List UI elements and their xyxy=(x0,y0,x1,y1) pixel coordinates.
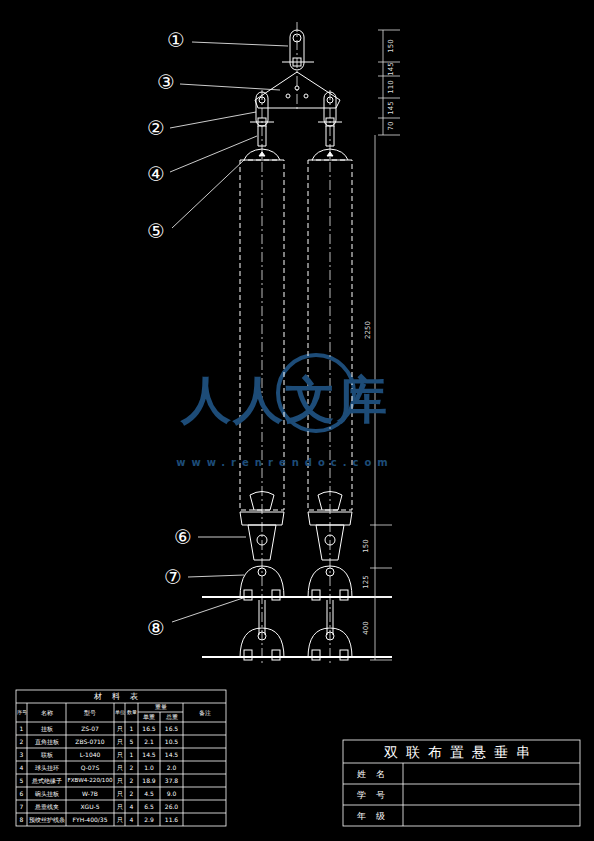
table-cell: 直角挂板 xyxy=(35,739,59,745)
table-cell: 2 xyxy=(130,765,134,771)
table-header: 重量 xyxy=(155,704,167,710)
table-cell: 2 xyxy=(20,739,24,745)
callout-number: ⑦ xyxy=(164,567,182,587)
table-cell: 4.5 xyxy=(144,791,154,797)
table-cell: 球头挂环 xyxy=(35,765,59,771)
table-header: 总重 xyxy=(166,714,178,720)
callout-number: ⑤ xyxy=(147,221,165,241)
watermark-url: www.renrendoc.com xyxy=(176,458,394,468)
table-cell: 37.8 xyxy=(165,778,178,784)
table-rule xyxy=(16,761,226,762)
table-cell: 6 xyxy=(20,791,24,797)
table-cell: 18.9 xyxy=(142,778,155,784)
table-cell: 6.5 xyxy=(144,804,154,810)
table-cell: FYH-400/35 xyxy=(73,817,108,823)
table-cell: 2.1 xyxy=(144,739,154,745)
dimension-value: 400 xyxy=(363,621,370,634)
table-cell: 1 xyxy=(20,726,24,732)
table-cell: 8 xyxy=(20,817,24,823)
table-cell: 16.5 xyxy=(142,726,155,732)
table-cell: 3 xyxy=(20,752,24,758)
table-header: 名称 xyxy=(41,710,53,716)
table-cell: W-7B xyxy=(82,791,98,797)
table-cell: 14.5 xyxy=(165,752,178,758)
dimension-value: 110 xyxy=(388,80,395,93)
table-cell: 联板 xyxy=(41,752,53,758)
dimension-value: 145 xyxy=(388,101,395,114)
table-cell: 2 xyxy=(130,791,134,797)
table-cell: 只 xyxy=(117,765,123,771)
table-cell: 挂板 xyxy=(41,726,53,732)
table-cell: 只 xyxy=(117,752,123,758)
drawing-title: 双联布置悬垂串 xyxy=(384,745,538,759)
callout-number: ⑧ xyxy=(147,618,165,638)
dimension-value: 2250 xyxy=(365,321,372,339)
table-rule xyxy=(16,735,226,736)
table-header: 数量 xyxy=(127,710,137,715)
title-block-field: 姓 名 xyxy=(357,770,390,779)
table-cell: 2.0 xyxy=(167,765,177,771)
table-cell: 7 xyxy=(20,804,24,810)
table-cell: L-1040 xyxy=(80,752,101,758)
title-block-field: 年 级 xyxy=(357,812,390,821)
dimension-value: 150 xyxy=(363,539,370,552)
table-cell: Q-07S xyxy=(81,765,100,771)
table-rule xyxy=(16,787,226,788)
table-cell: 26.0 xyxy=(165,804,178,810)
table-cell: 4 xyxy=(130,804,134,810)
dimension-value: 125 xyxy=(363,575,370,588)
table-cell: 5 xyxy=(20,778,24,784)
callout-number: ① xyxy=(167,30,185,50)
table-rule xyxy=(16,813,226,814)
table-header: 单重 xyxy=(143,714,155,720)
table-cell: 11.6 xyxy=(165,817,178,823)
callout-number: ③ xyxy=(157,72,175,92)
table-cell: 只 xyxy=(117,726,123,732)
table-cell: 2.9 xyxy=(144,817,154,823)
table-header: 序号 xyxy=(17,711,27,716)
table-cell: 4 xyxy=(20,765,24,771)
table-cell: 只 xyxy=(117,739,123,745)
dimension-value: 70 xyxy=(388,122,395,131)
table-cell: 16.5 xyxy=(165,726,178,732)
table-rule xyxy=(16,800,226,801)
table-cell: 4 xyxy=(130,817,134,823)
callout-number: ⑥ xyxy=(174,527,192,547)
table-rule xyxy=(16,774,226,775)
watermark: 人人文库 xyxy=(181,375,389,425)
table-cell: 只 xyxy=(117,817,123,823)
table-cell: 碗头挂板 xyxy=(35,791,59,797)
table-cell: 只 xyxy=(117,791,123,797)
table-header: 单位 xyxy=(115,711,125,716)
table-rule xyxy=(16,748,226,749)
table-cell: 9.0 xyxy=(167,791,177,797)
table-cell: FXBW4-220/100 xyxy=(67,778,112,784)
callout-number: ② xyxy=(147,118,165,138)
dimension-value: 150 xyxy=(388,39,395,52)
table-title: 材料表 xyxy=(94,693,148,701)
table-cell: 只 xyxy=(117,804,123,810)
table-cell: 预绞丝护线条 xyxy=(29,817,65,823)
table-cell: 14.5 xyxy=(142,752,155,758)
callout-number: ④ xyxy=(147,164,165,184)
table-cell: 1.0 xyxy=(144,765,154,771)
table-cell: 悬式绝缘子 xyxy=(32,778,62,784)
table-cell: 2 xyxy=(130,778,134,784)
dimension-value: 145 xyxy=(388,62,395,75)
table-cell: 悬垂线夹 xyxy=(35,804,59,810)
table-cell: 5 xyxy=(130,739,134,745)
table-cell: ZS-07 xyxy=(81,726,99,732)
table-cell: 1 xyxy=(130,752,134,758)
table-header: 型号 xyxy=(84,710,96,716)
table-cell: XGU-5 xyxy=(80,804,99,810)
table-header: 备注 xyxy=(199,710,211,716)
table-cell: 只 xyxy=(117,778,123,784)
table-cell: 1 xyxy=(130,726,134,732)
table-cell: 10.5 xyxy=(165,739,178,745)
table-cell: ZBS-0710 xyxy=(75,739,104,745)
title-block-field: 学 号 xyxy=(357,791,390,800)
